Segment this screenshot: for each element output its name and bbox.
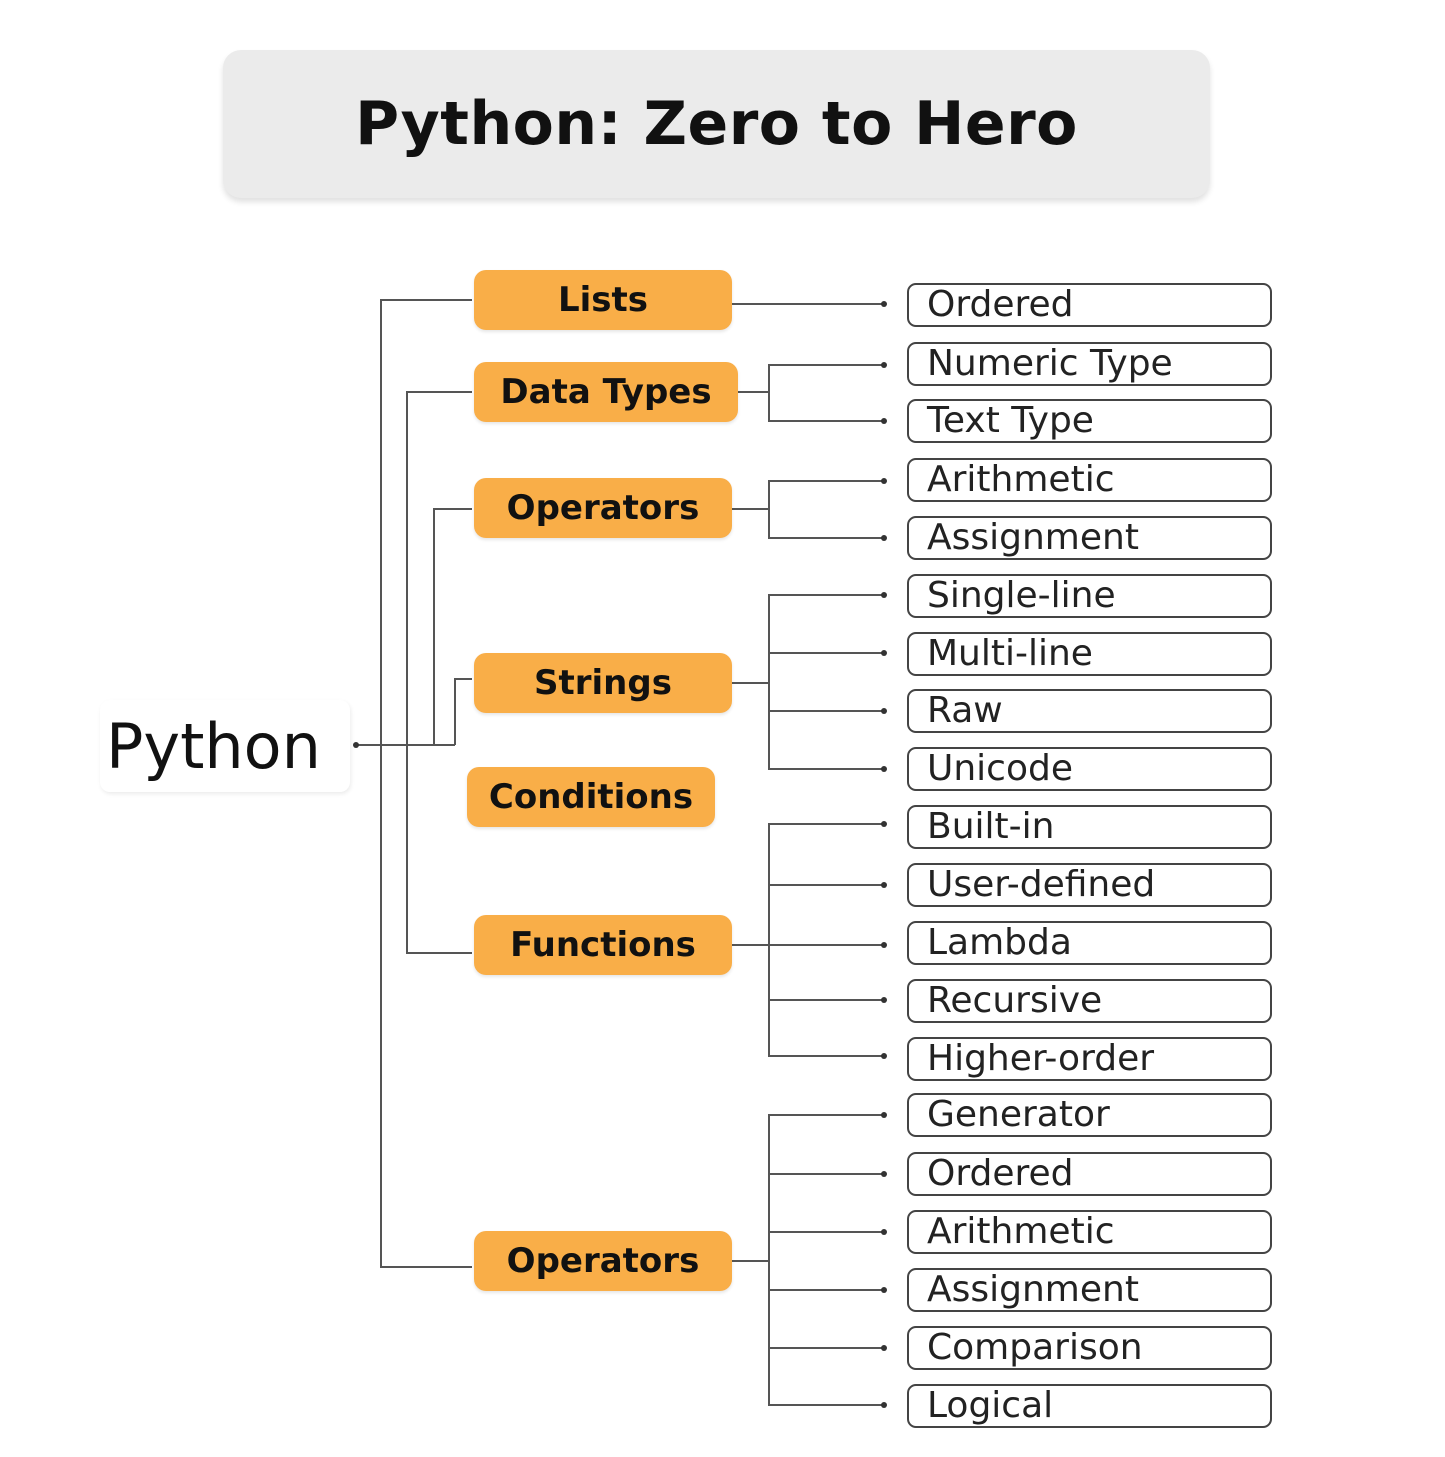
leaf-label: Multi-line bbox=[927, 633, 1093, 674]
category-node-operators-2: Operators bbox=[474, 1231, 732, 1291]
root-node: Python bbox=[100, 700, 350, 792]
leaf-node: Numeric Type bbox=[907, 342, 1272, 386]
leaf-label: Generator bbox=[927, 1094, 1110, 1135]
leaf-node: Unicode bbox=[907, 747, 1272, 791]
leaf-node: Assignment bbox=[907, 516, 1272, 560]
leaf-node: Single-line bbox=[907, 574, 1272, 618]
leaf-node: Logical bbox=[907, 1384, 1272, 1428]
leaf-label: Recursive bbox=[927, 980, 1103, 1021]
leaf-label: Higher-order bbox=[927, 1038, 1155, 1079]
leaf-label: Text Type bbox=[927, 400, 1094, 441]
category-label: Functions bbox=[510, 925, 696, 965]
leaf-node: Ordered bbox=[907, 283, 1272, 327]
category-node-lists: Lists bbox=[474, 270, 732, 330]
category-label: Data Types bbox=[500, 372, 712, 412]
category-label: Operators bbox=[506, 488, 700, 528]
leaf-node: Lambda bbox=[907, 921, 1272, 965]
leaf-node: Ordered bbox=[907, 1152, 1272, 1196]
leaf-node: User-defined bbox=[907, 863, 1272, 907]
leaf-label: Unicode bbox=[927, 748, 1073, 789]
category-label: Lists bbox=[557, 280, 649, 320]
leaf-label: User-defined bbox=[927, 864, 1156, 905]
leaf-node: Text Type bbox=[907, 399, 1272, 443]
diagram-title: Python: Zero to Hero bbox=[355, 89, 1078, 159]
leaf-node: Comparison bbox=[907, 1326, 1272, 1370]
category-label: Conditions bbox=[488, 777, 694, 817]
leaf-label: Assignment bbox=[927, 517, 1139, 558]
leaf-label: Arithmetic bbox=[927, 459, 1115, 500]
leaf-label: Ordered bbox=[927, 284, 1074, 325]
category-node-functions: Functions bbox=[474, 915, 732, 975]
leaf-node: Multi-line bbox=[907, 632, 1272, 676]
category-node-conditions: Conditions bbox=[467, 767, 715, 827]
category-label: Operators bbox=[506, 1241, 700, 1281]
title-banner: Python: Zero to Hero bbox=[223, 50, 1210, 198]
leaf-label: Numeric Type bbox=[927, 343, 1173, 384]
category-node-operators: Operators bbox=[474, 478, 732, 538]
leaf-label: Built-in bbox=[927, 806, 1055, 847]
leaf-label: Arithmetic bbox=[927, 1211, 1115, 1252]
leaf-node: Arithmetic bbox=[907, 1210, 1272, 1254]
leaf-node: Assignment bbox=[907, 1268, 1272, 1312]
root-label: Python bbox=[106, 709, 321, 783]
leaf-label: Ordered bbox=[927, 1153, 1074, 1194]
leaf-label: Raw bbox=[927, 690, 1003, 731]
leaf-label: Single-line bbox=[927, 575, 1116, 616]
category-label: Strings bbox=[534, 663, 672, 703]
category-node-strings: Strings bbox=[474, 653, 732, 713]
leaf-node: Recursive bbox=[907, 979, 1272, 1023]
leaf-node: Arithmetic bbox=[907, 458, 1272, 502]
leaf-label: Comparison bbox=[927, 1327, 1143, 1368]
leaf-label: Logical bbox=[927, 1385, 1054, 1426]
leaf-label: Assignment bbox=[927, 1269, 1139, 1310]
category-node-data-types: Data Types bbox=[474, 362, 738, 422]
leaf-node: Built-in bbox=[907, 805, 1272, 849]
leaf-label: Lambda bbox=[927, 922, 1072, 963]
leaf-node: Generator bbox=[907, 1093, 1272, 1137]
leaf-node: Higher-order bbox=[907, 1037, 1272, 1081]
leaf-node: Raw bbox=[907, 689, 1272, 733]
